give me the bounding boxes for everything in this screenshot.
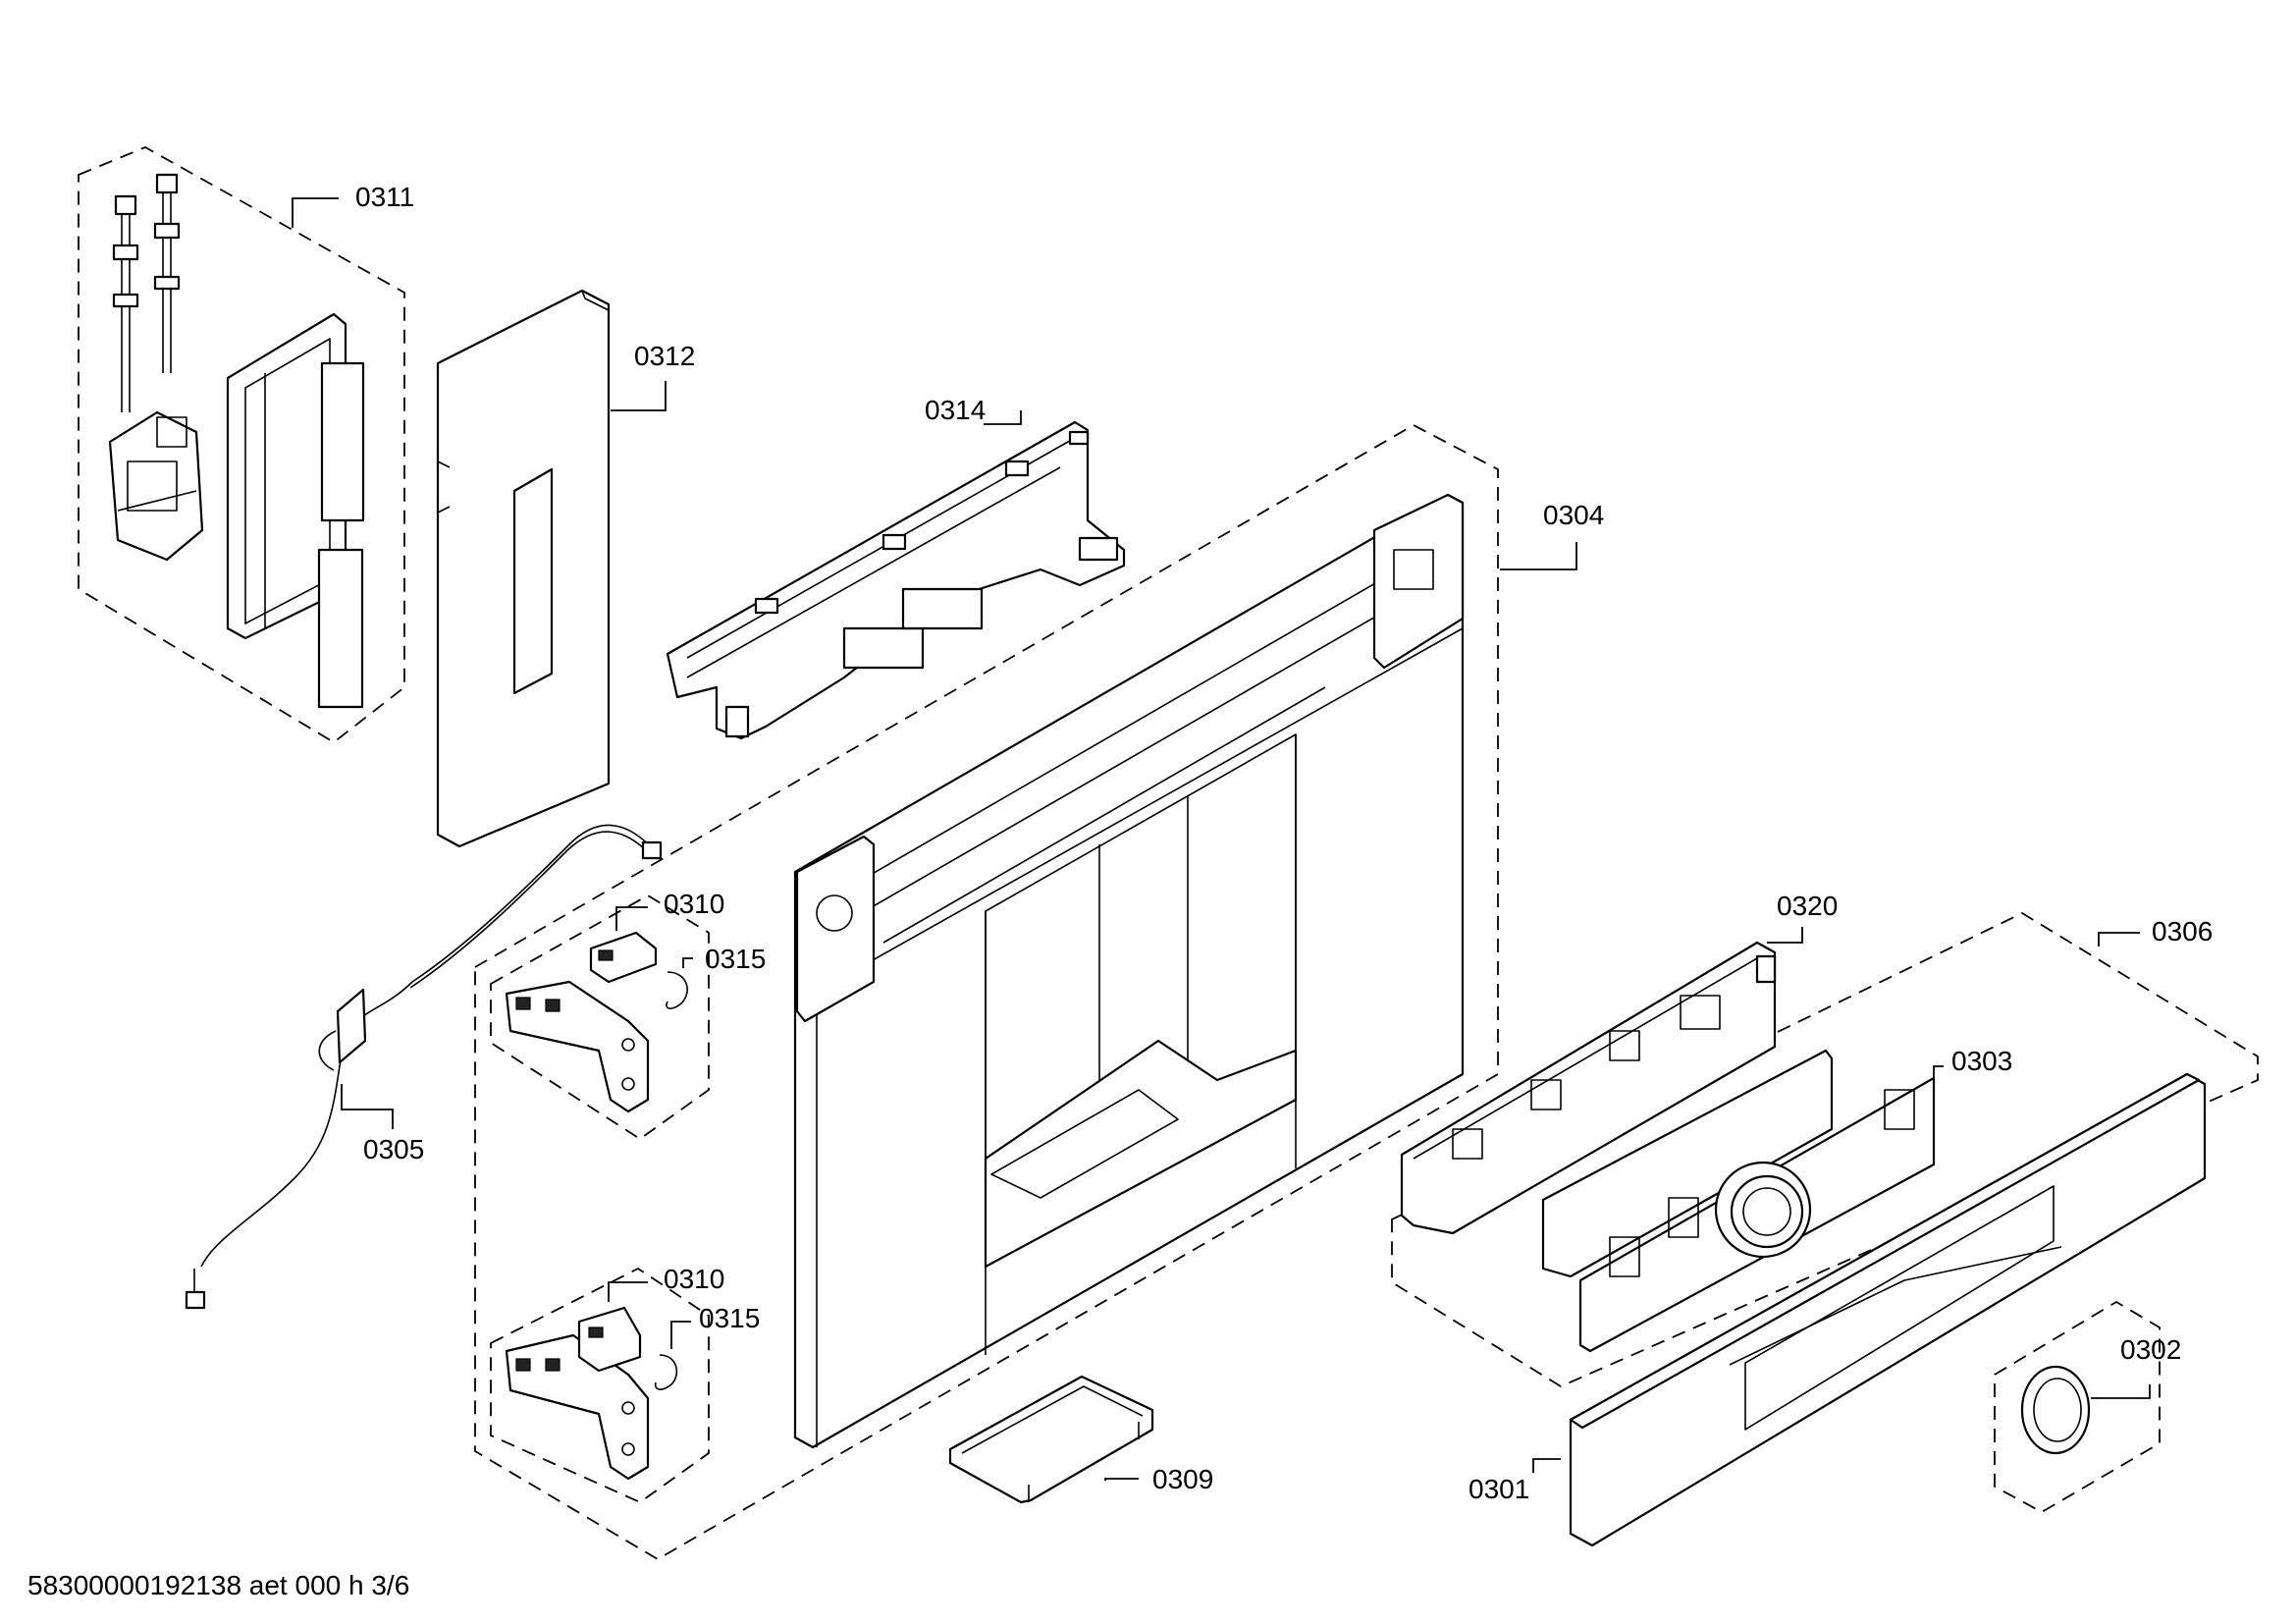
rod-part bbox=[112, 173, 181, 412]
callout-0309: 0309 bbox=[1152, 1464, 1213, 1494]
callout-0301: 0301 bbox=[1468, 1474, 1529, 1504]
control-board-0320 bbox=[1400, 941, 1777, 1235]
hinge-upper-part bbox=[505, 931, 688, 1113]
part-0314-top-rail: 0314 bbox=[666, 395, 1126, 740]
bracket-part bbox=[108, 410, 204, 562]
callout-0303: 0303 bbox=[1951, 1046, 2012, 1076]
part-group-0306: 0320 0303 0306 bbox=[1391, 891, 2259, 1388]
part-group-0304: 0304 bbox=[474, 423, 1604, 1561]
callout-0305: 0305 bbox=[363, 1134, 424, 1164]
callout-0320: 0320 bbox=[1777, 891, 1838, 921]
part-0309-tray: 0309 bbox=[948, 1375, 1213, 1504]
rail-clips bbox=[754, 430, 1090, 615]
callout-0304: 0304 bbox=[1543, 500, 1604, 530]
part-group-0311: 0311 bbox=[78, 146, 414, 744]
part-group-0310-upper: 0310 0315 bbox=[490, 889, 766, 1141]
part-0312-cover-panel: 0312 bbox=[436, 289, 695, 848]
callout-0315-lower: 0315 bbox=[699, 1303, 760, 1333]
part-0305-cable: 0305 bbox=[185, 824, 663, 1310]
part-group-0310-lower: 0310 0315 bbox=[490, 1264, 760, 1504]
document-id: 58300000192138 aet 000 h 3/6 bbox=[27, 1570, 409, 1600]
callout-0310-upper: 0310 bbox=[664, 889, 724, 919]
hinge-lower-part bbox=[505, 1306, 678, 1481]
front-frame-part bbox=[793, 493, 1465, 1449]
frame-plate-part bbox=[226, 312, 365, 709]
callout-0312: 0312 bbox=[634, 341, 695, 371]
callout-0314: 0314 bbox=[925, 395, 986, 425]
callout-0310-lower: 0310 bbox=[664, 1264, 724, 1294]
display-module-0303 bbox=[1541, 1049, 1936, 1353]
callout-0315-upper: 0315 bbox=[705, 944, 766, 974]
callout-0306: 0306 bbox=[2152, 916, 2213, 947]
part-0301-fascia: 0301 bbox=[1468, 1072, 2207, 1547]
callout-0302: 0302 bbox=[2120, 1334, 2181, 1365]
callout-0311: 0311 bbox=[355, 182, 414, 212]
part-0302-ring: 0302 bbox=[1994, 1300, 2181, 1514]
